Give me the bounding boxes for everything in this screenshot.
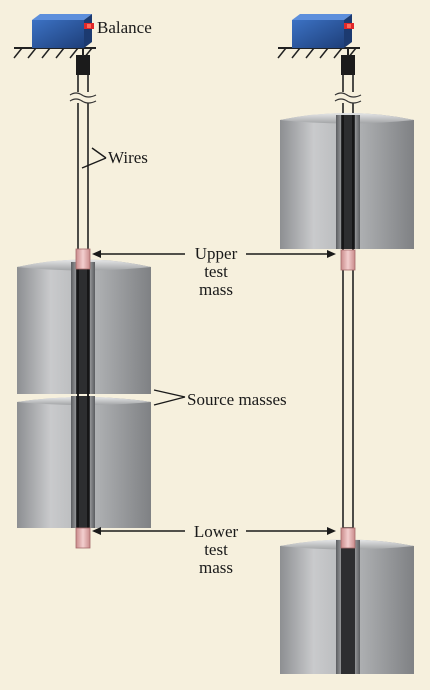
- annotation-leaders: [81, 147, 336, 535]
- wires-label: Wires: [108, 148, 148, 167]
- source-masses-lower: [17, 396, 151, 528]
- lower-test-mass-right: [340, 527, 356, 549]
- source-masses-upper: [17, 259, 151, 394]
- right-configuration: [277, 14, 414, 674]
- wire-break-left: [69, 92, 97, 104]
- balance-left: [32, 14, 94, 48]
- clamp-left: [76, 55, 90, 75]
- lower-test-mass-label: Lower test mass: [193, 522, 239, 577]
- upper-test-mass-right: [340, 249, 356, 271]
- clamp-right: [341, 55, 355, 75]
- source-masses-label: Source masses: [187, 390, 287, 409]
- source-masses-right-lower: [280, 539, 414, 674]
- source-masses-right-upper: [280, 113, 414, 249]
- balance-label: Balance: [97, 18, 152, 37]
- lower-test-mass-left: [75, 527, 91, 549]
- upper-test-mass-left: [75, 248, 91, 270]
- wire-break-right: [334, 92, 362, 104]
- balance-right: [292, 14, 354, 48]
- left-configuration: [13, 14, 151, 549]
- upper-test-mass-label: Upper test mass: [194, 244, 238, 299]
